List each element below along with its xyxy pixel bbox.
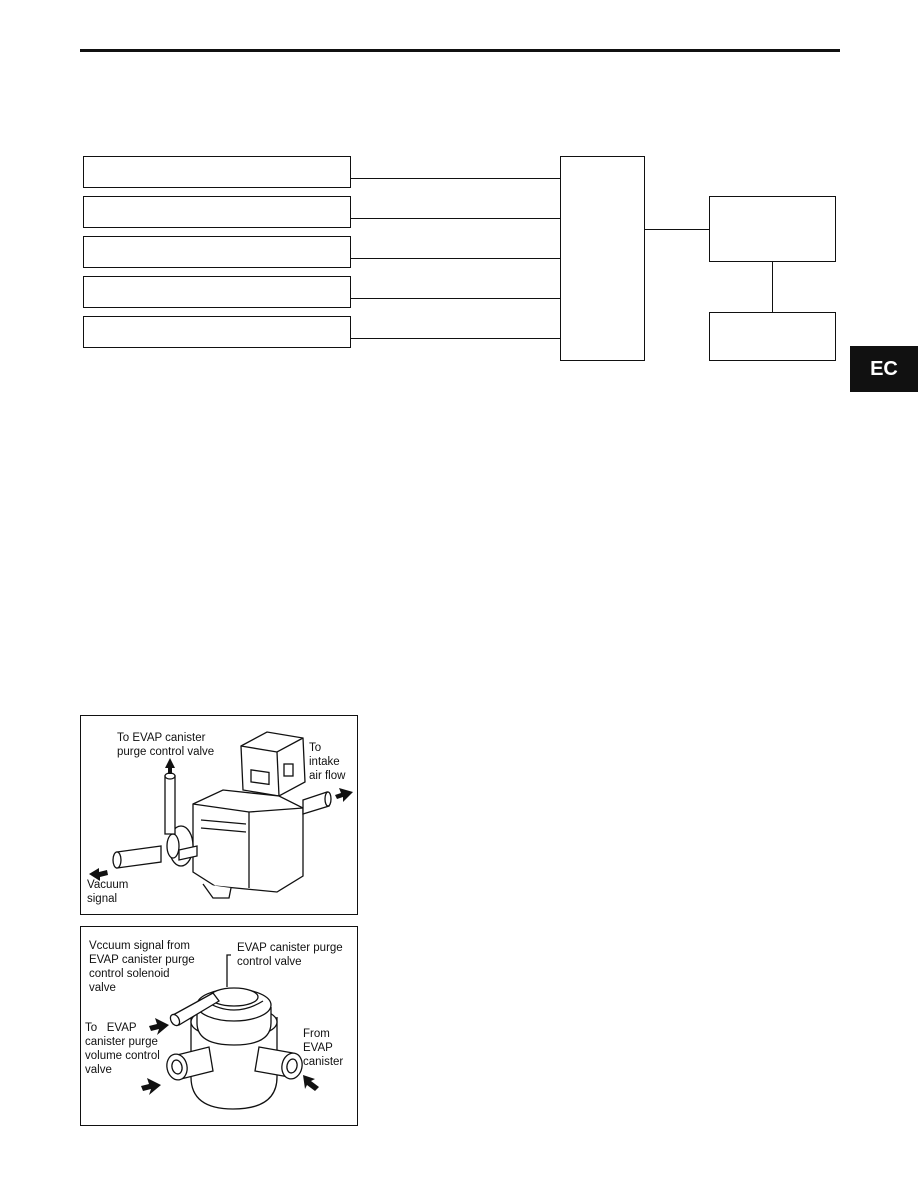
label-purge-control-valve: EVAP canister purge control valve: [237, 942, 343, 968]
input-box-5: [83, 316, 351, 348]
connector-line-center-right: [645, 229, 709, 230]
input-box-1: [83, 156, 351, 188]
control-valve-illustration: [141, 954, 319, 1110]
connector-line-right-vertical: [772, 262, 773, 312]
input-box-4: [83, 276, 351, 308]
label-to-intake-air-flow: To intake air flow: [309, 742, 346, 782]
label-to-purge-control-valve: To EVAP canister purge control valve: [117, 732, 215, 758]
right-box-bottom: [709, 312, 836, 361]
right-box-top: [709, 196, 836, 262]
connector-line-1: [351, 178, 560, 179]
connector-line-5: [351, 338, 560, 339]
connector-line-2: [351, 218, 560, 219]
input-box-3: [83, 236, 351, 268]
section-tab-ec: EC: [850, 346, 918, 392]
header-rule: [80, 49, 840, 52]
connector-line-4: [351, 298, 560, 299]
input-box-2: [83, 196, 351, 228]
center-box: [560, 156, 645, 361]
label-vacuum-signal-from-solenoid: Vccuum signal from EVAP canister purge c…: [89, 940, 195, 994]
section-tab-label: EC: [870, 357, 898, 380]
label-vacuum-signal: Vacuum signal: [87, 879, 129, 905]
label-to-volume-control-valve: To EVAP canister purge volume control va…: [85, 1022, 160, 1076]
figure-purge-solenoid-valve: To EVAP canister purge control valve To …: [80, 715, 358, 915]
solenoid-valve-illustration: [89, 731, 353, 899]
label-from-evap-canister: From EVAP canister: [303, 1028, 344, 1068]
figure-purge-control-valve: Vccuum signal from EVAP canister purge c…: [80, 926, 358, 1126]
connector-line-3: [351, 258, 560, 259]
